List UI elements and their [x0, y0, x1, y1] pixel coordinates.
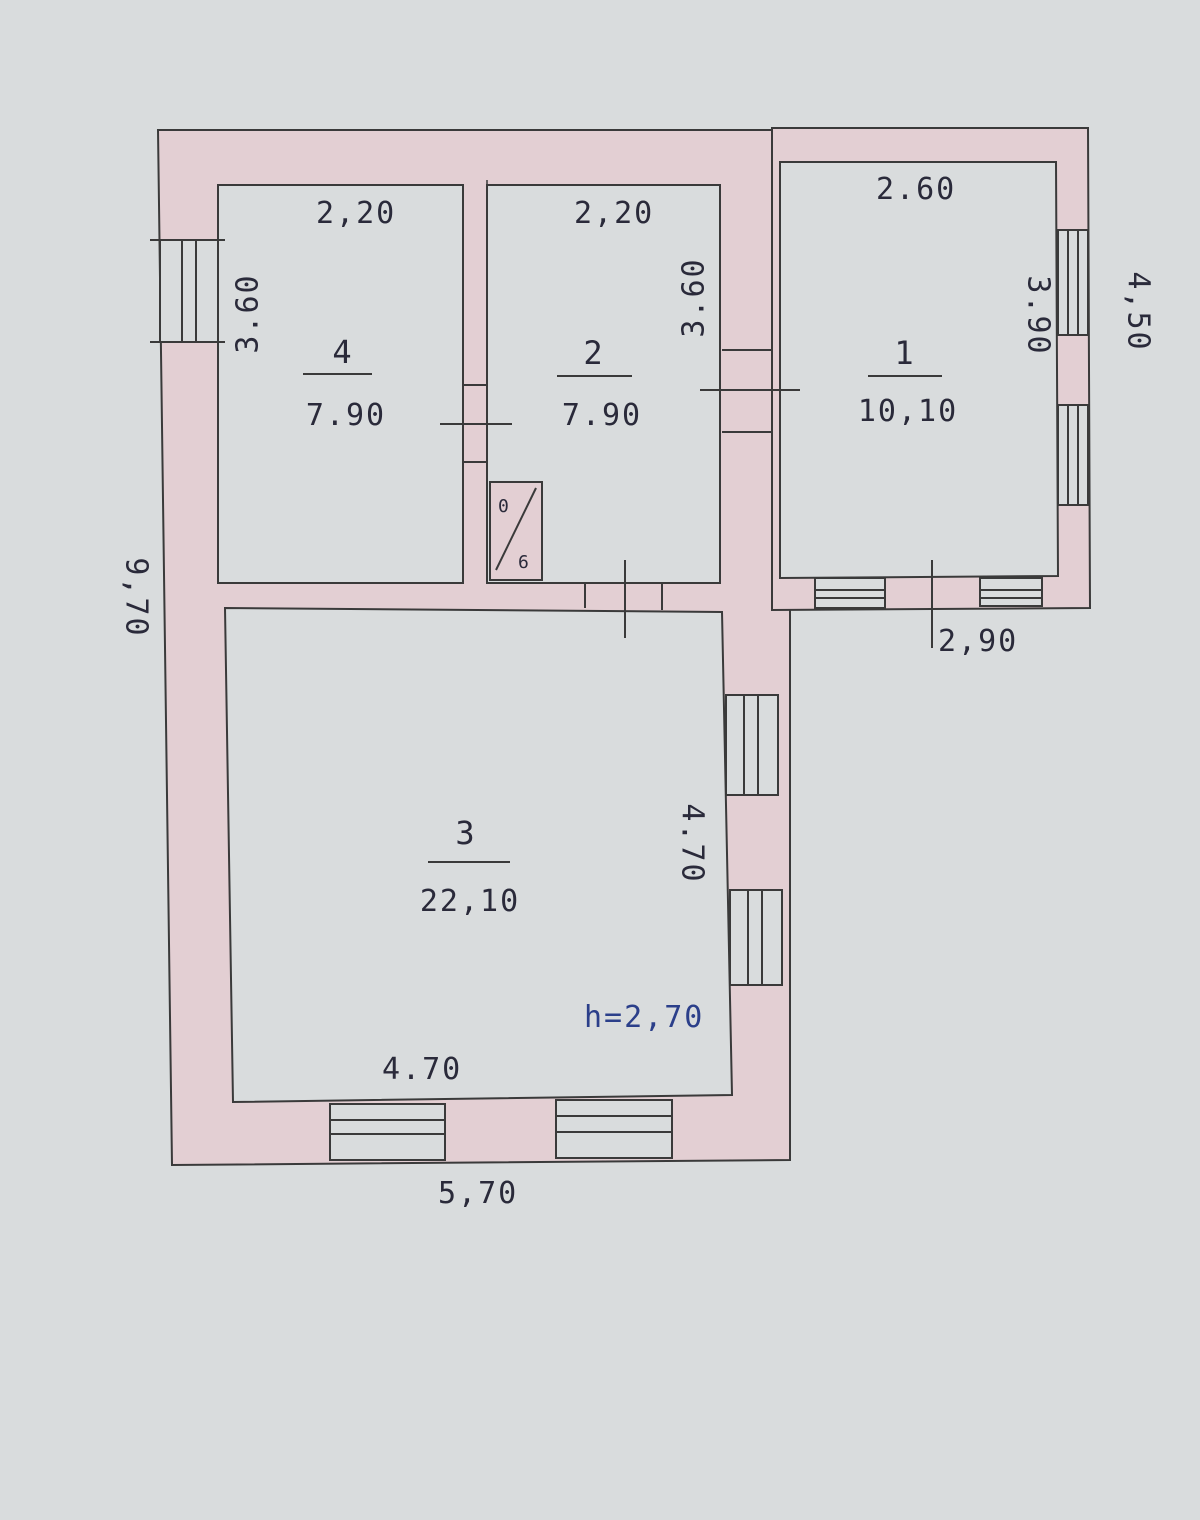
stove [489, 481, 543, 581]
window-right-upper [725, 694, 779, 796]
window-bottom-right [555, 1099, 673, 1159]
window-annex-bottom-2 [979, 577, 1043, 607]
window-annex-bottom-1 [814, 577, 886, 609]
outer-bottom-width: 5,70 [438, 1176, 519, 1211]
room-4-height: 3.60 [230, 273, 266, 354]
room-1-height: 3.90 [1020, 275, 1056, 356]
room-fraction-lines [303, 373, 942, 863]
room-2-number: 2 [583, 334, 603, 372]
doorway-4-2 [440, 384, 512, 463]
room-2-width: 2,20 [574, 196, 655, 231]
doorway-2-1 [700, 349, 800, 433]
room-3-number: 3 [455, 814, 475, 852]
annex-right-height: 4,50 [1120, 271, 1156, 352]
window-right-lower [729, 889, 783, 986]
room-4-width: 2,20 [316, 196, 397, 231]
room-2-area: 7.90 [561, 398, 643, 433]
room-4-area: 7.90 [305, 398, 387, 433]
room-1-area: 10,10 [857, 394, 959, 429]
outer-left-height: 9,70 [118, 557, 154, 638]
room-3-area: 22,10 [419, 884, 521, 919]
annex-walls [771, 127, 1092, 612]
room-3-height: 4.70 [674, 803, 710, 884]
window-annex-right-2 [1057, 404, 1089, 506]
stove-label-top: 0 [498, 496, 509, 517]
ceiling-height: h=2,70 [584, 1000, 705, 1035]
room-2-height: 3.60 [676, 257, 712, 338]
partition-lines [462, 180, 488, 583]
doorway-2-3 [584, 560, 663, 638]
window-left [150, 239, 225, 343]
room-3-width: 4.70 [382, 1052, 463, 1087]
room-1-width: 2.60 [876, 172, 957, 207]
window-annex-right-1 [1057, 229, 1089, 336]
window-bottom-left [329, 1103, 446, 1161]
annex-bottom-width: 2,90 [938, 624, 1019, 659]
room-4-number: 4 [332, 333, 352, 371]
room-1-number: 1 [894, 334, 914, 372]
stove-label-bottom: 6 [518, 552, 529, 573]
